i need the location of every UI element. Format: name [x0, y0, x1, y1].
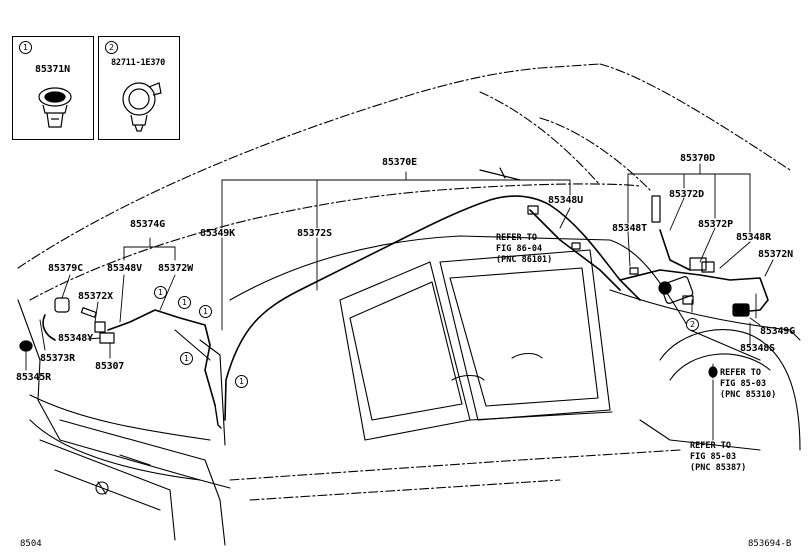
part-85372D: 85372D — [669, 189, 704, 200]
part-85372P: 85372P — [698, 219, 733, 230]
part-85370E: 85370E — [382, 157, 417, 168]
part-85348S: 85348S — [740, 343, 775, 354]
part-85373R: 85373R — [40, 353, 75, 364]
inset-85371N: 1 85371N — [12, 36, 94, 140]
reference-note-85387: REFER TO FIG 85-03 (PNC 85387) — [690, 441, 747, 473]
part-85371N: 85371N — [35, 64, 70, 75]
part-85372X: 85372X — [78, 291, 113, 302]
clip-85371N-icon — [38, 87, 72, 128]
reference-note-86-04: REFER TO FIG 86-04 (PNC 86101) — [496, 233, 553, 265]
part-85348U: 85348U — [548, 195, 583, 206]
part-85372N: 85372N — [758, 249, 793, 260]
roof-outline — [17, 63, 791, 501]
figure-code: 8504 — [20, 539, 42, 549]
marker-1: 1 — [19, 41, 32, 54]
part-85349G: 85349G — [760, 326, 795, 337]
marker-1: 1 — [178, 296, 191, 309]
leader-lines — [25, 163, 774, 441]
part-82711-1E370: 82711-1E370 — [111, 58, 166, 68]
wire-harness — [42, 195, 769, 421]
part-85349K: 85349K — [200, 228, 235, 239]
inset-82711-1E370: 2 82711-1E370 — [98, 36, 180, 140]
part-85372S: 85372S — [297, 228, 332, 239]
marker-2: 2 — [686, 318, 699, 331]
clamp-82711-1E370-icon — [122, 82, 162, 132]
marker-1: 1 — [180, 352, 193, 365]
harness-components — [19, 167, 750, 429]
marker-2: 2 — [105, 41, 118, 54]
illustration-number: 853694-B — [748, 539, 792, 549]
part-85307: 85307 — [95, 361, 125, 372]
part-85379C: 85379C — [48, 263, 83, 274]
marker-1: 1 — [235, 375, 248, 388]
part-85348V: 85348V — [107, 263, 142, 274]
part-85348R: 85348R — [736, 232, 771, 243]
part-85345R: 85345R — [16, 372, 51, 383]
part-85348Y: 85348Y — [58, 333, 93, 344]
part-85372W: 85372W — [158, 263, 193, 274]
marker-1: 1 — [199, 305, 212, 318]
reference-note-85310: REFER TO FIG 85-03 (PNC 85310) — [720, 368, 777, 400]
part-85374G: 85374G — [130, 219, 165, 230]
marker-1: 1 — [154, 286, 167, 299]
body-side — [229, 235, 801, 451]
part-85348T: 85348T — [612, 223, 647, 234]
rear-end — [17, 299, 231, 546]
part-85370D: 85370D — [680, 153, 715, 164]
